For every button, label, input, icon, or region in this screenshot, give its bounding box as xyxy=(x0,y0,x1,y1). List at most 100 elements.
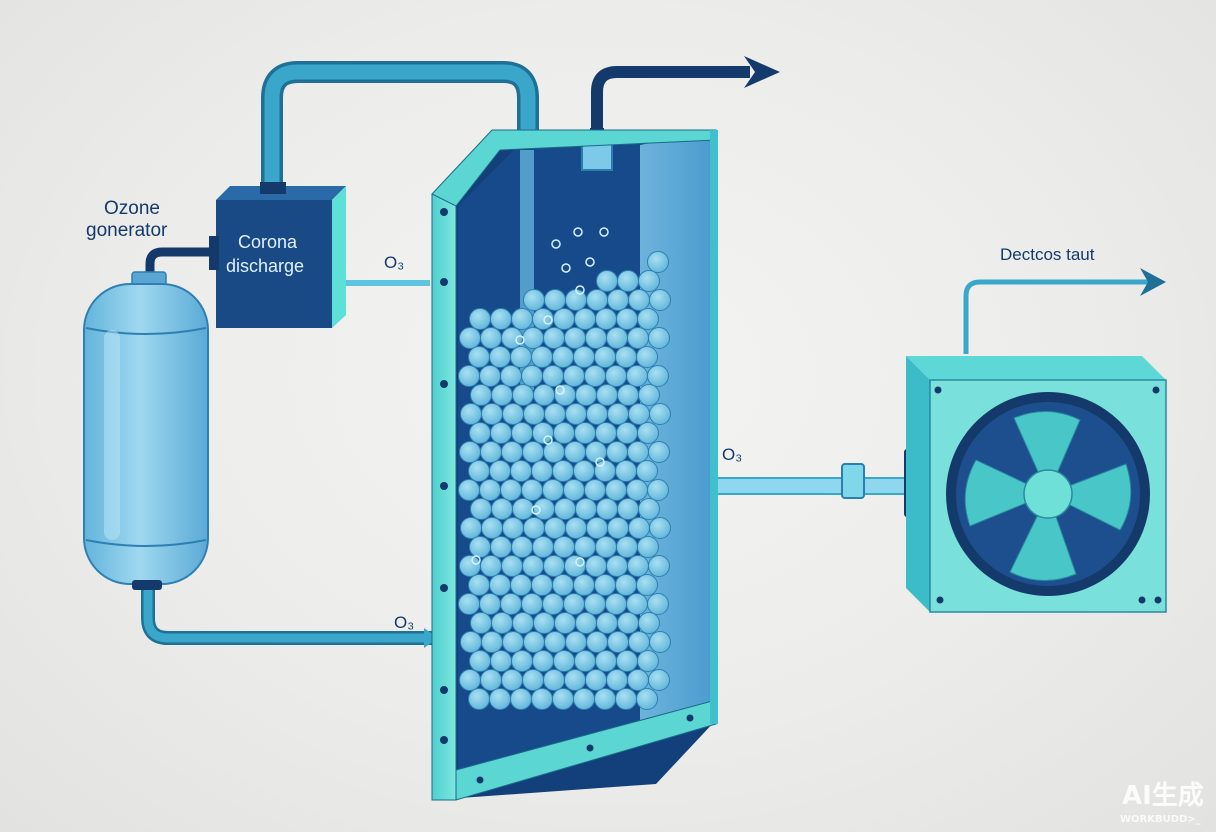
bead xyxy=(586,517,608,539)
bead xyxy=(522,327,544,349)
bead xyxy=(649,631,671,653)
bead xyxy=(606,441,628,463)
bead xyxy=(531,346,553,368)
bead xyxy=(648,441,670,463)
bead xyxy=(479,593,501,615)
bead xyxy=(553,308,575,330)
bead xyxy=(501,669,523,691)
bead xyxy=(522,669,544,691)
bead xyxy=(605,479,627,501)
bubble xyxy=(555,385,565,395)
bead xyxy=(458,593,480,615)
bead xyxy=(501,555,523,577)
bead xyxy=(523,517,545,539)
bead xyxy=(564,327,586,349)
bead xyxy=(511,536,533,558)
bead xyxy=(607,403,629,425)
bead xyxy=(552,574,574,596)
bead xyxy=(617,384,639,406)
bead xyxy=(470,498,492,520)
arrow-right-icon xyxy=(424,628,438,648)
packed-beads xyxy=(458,227,671,710)
fan-bolts xyxy=(934,386,1162,604)
bead xyxy=(616,422,638,444)
bead xyxy=(459,327,481,349)
bead xyxy=(636,346,658,368)
bead xyxy=(532,650,554,672)
bead xyxy=(584,479,606,501)
bead xyxy=(628,517,650,539)
bead xyxy=(491,612,513,634)
bead xyxy=(626,593,648,615)
bead xyxy=(543,555,565,577)
bead xyxy=(510,460,532,482)
bead xyxy=(533,612,555,634)
bead xyxy=(595,536,617,558)
bead xyxy=(615,574,637,596)
bubble xyxy=(531,505,541,515)
bubble xyxy=(573,227,583,237)
bead xyxy=(500,593,522,615)
watermark-main: AI生成 xyxy=(1122,781,1204,811)
bead xyxy=(573,688,595,710)
fan-blades xyxy=(964,410,1132,582)
bead xyxy=(501,441,523,463)
bead xyxy=(637,536,659,558)
bead xyxy=(543,669,565,691)
bead xyxy=(575,612,597,634)
ozone-generator-label-line1: Ozone xyxy=(104,198,160,219)
bead xyxy=(470,612,492,634)
bead xyxy=(460,403,482,425)
bead xyxy=(595,308,617,330)
bead xyxy=(469,536,491,558)
bead xyxy=(594,346,616,368)
bead xyxy=(490,308,512,330)
bead xyxy=(606,669,628,691)
bead xyxy=(647,479,669,501)
bead xyxy=(491,498,513,520)
bead xyxy=(460,631,482,653)
bead xyxy=(544,517,566,539)
bead xyxy=(606,555,628,577)
bead xyxy=(542,365,564,387)
bead xyxy=(596,498,618,520)
bead xyxy=(584,365,606,387)
bead xyxy=(616,536,638,558)
bead xyxy=(563,365,585,387)
bead xyxy=(636,460,658,482)
bead xyxy=(511,308,533,330)
bead xyxy=(522,441,544,463)
bead xyxy=(502,631,524,653)
bead xyxy=(627,669,649,691)
bead xyxy=(490,536,512,558)
corona-discharge-label-line2: discharge xyxy=(226,256,304,276)
bead xyxy=(523,403,545,425)
bead xyxy=(596,270,618,292)
bubble xyxy=(551,239,561,249)
ozone-generator-label-line2: gonerator xyxy=(86,220,168,241)
bead xyxy=(638,384,660,406)
bead xyxy=(501,327,523,349)
bead xyxy=(459,669,481,691)
bead xyxy=(617,270,639,292)
oxygen-tank xyxy=(83,271,209,590)
bead xyxy=(521,365,543,387)
bead xyxy=(594,460,616,482)
bead xyxy=(458,479,480,501)
bead xyxy=(636,574,658,596)
bubble xyxy=(585,257,595,267)
bubble xyxy=(575,285,585,295)
bead xyxy=(606,327,628,349)
bead xyxy=(468,460,490,482)
o3-label-top: O₃ xyxy=(384,253,404,272)
bead xyxy=(585,555,607,577)
bead xyxy=(605,365,627,387)
bead xyxy=(638,270,660,292)
bead xyxy=(575,498,597,520)
bead xyxy=(596,384,618,406)
bead xyxy=(607,517,629,539)
bead xyxy=(460,517,482,539)
bead xyxy=(522,555,544,577)
bead xyxy=(544,403,566,425)
bead xyxy=(617,498,639,520)
